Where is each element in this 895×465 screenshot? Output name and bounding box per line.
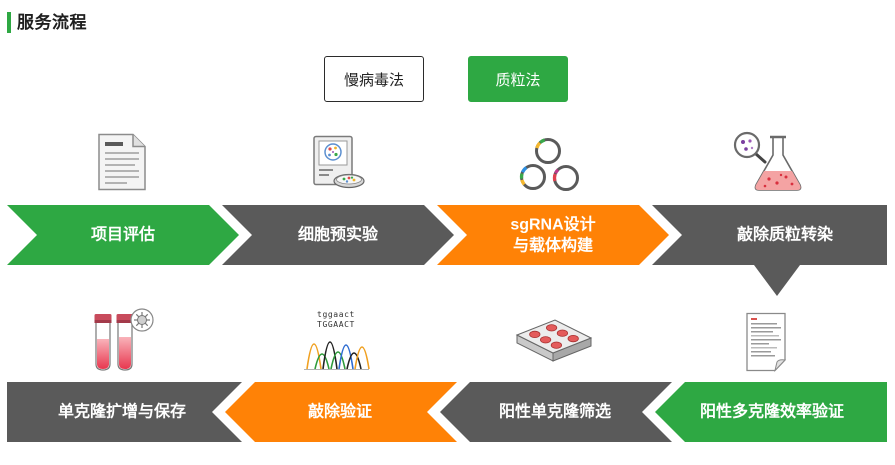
- flow-step-arrow: [222, 205, 454, 265]
- flow-step-arrow: [437, 205, 669, 265]
- virus-particle: [130, 308, 154, 332]
- flow-step-label: 阳性单克隆筛选: [499, 402, 611, 421]
- test-tube: [116, 314, 134, 371]
- test-tube: [94, 314, 112, 371]
- chromatogram-peaks: [306, 341, 370, 370]
- plate-wells: [529, 324, 579, 349]
- flow-step-label: 敲除验证: [308, 402, 372, 421]
- flow-step-cell-pre-experiment: 细胞预实验: [222, 205, 454, 265]
- flow-step-knockout-validation: 敲除验证: [225, 382, 457, 442]
- method-tab-lentivirus[interactable]: 慢病毒法: [324, 56, 424, 102]
- flow-step-arrow: [655, 382, 887, 442]
- flow-step-arrow: [7, 205, 239, 265]
- flow-step-arrow: [652, 205, 887, 265]
- flow-step-project-evaluation: 项目评估: [7, 205, 239, 265]
- flow-step-label: 阳性多克隆效率验证: [700, 402, 844, 421]
- flow-step-positive-monoclone-screening: 阳性单克隆筛选: [440, 382, 672, 442]
- petri-dish: [333, 173, 365, 189]
- flow-step-label: 细胞预实验: [298, 225, 379, 244]
- flow-step-sgrna-design-vector-construction: sgRNA设计 与载体构建: [437, 205, 669, 265]
- report-document-icon: [746, 312, 787, 373]
- flow-step-arrow: [225, 382, 457, 442]
- section-title: 服务流程: [17, 13, 87, 32]
- flow-step-label: 敲除质粒转染: [737, 225, 834, 244]
- flow-step-label: 单克隆扩增与保存: [58, 402, 186, 421]
- flow-step-knockout-plasmid-transfection: 敲除质粒转染: [652, 205, 887, 265]
- flow-step-label-line-1: sgRNA设计: [510, 215, 595, 234]
- flow-connector-down-arrow: [754, 265, 800, 296]
- cell-analysis-icon: [313, 135, 365, 189]
- method-tab-plasmid[interactable]: 质粒法: [468, 56, 568, 102]
- culture-plate-icon: [515, 319, 593, 362]
- sequencing-chromatogram-icon: tggaact TGGAACT: [304, 310, 370, 370]
- plasmid-icon: [519, 137, 580, 192]
- document-icon: [98, 133, 146, 191]
- flow-step-arrow: [440, 382, 672, 442]
- flow-step-positive-polyclone-efficiency-validation: 阳性多克隆效率验证: [655, 382, 887, 442]
- flow-step-arrow: [7, 382, 242, 442]
- test-tubes-icon: [94, 308, 154, 371]
- sequence-uppercase: TGGAACT: [317, 320, 355, 329]
- flow-step-label: 项目评估: [91, 225, 155, 244]
- title-accent-bar: [7, 12, 11, 33]
- magnifier: [733, 131, 767, 164]
- flow-step-label-line-2: 与载体构建: [513, 236, 593, 255]
- flow-step-monoclone-expansion-storage: 单克隆扩增与保存: [7, 382, 242, 442]
- flask-magnifier-icon: [733, 131, 802, 191]
- sequence-lowercase: tggaact: [317, 310, 355, 319]
